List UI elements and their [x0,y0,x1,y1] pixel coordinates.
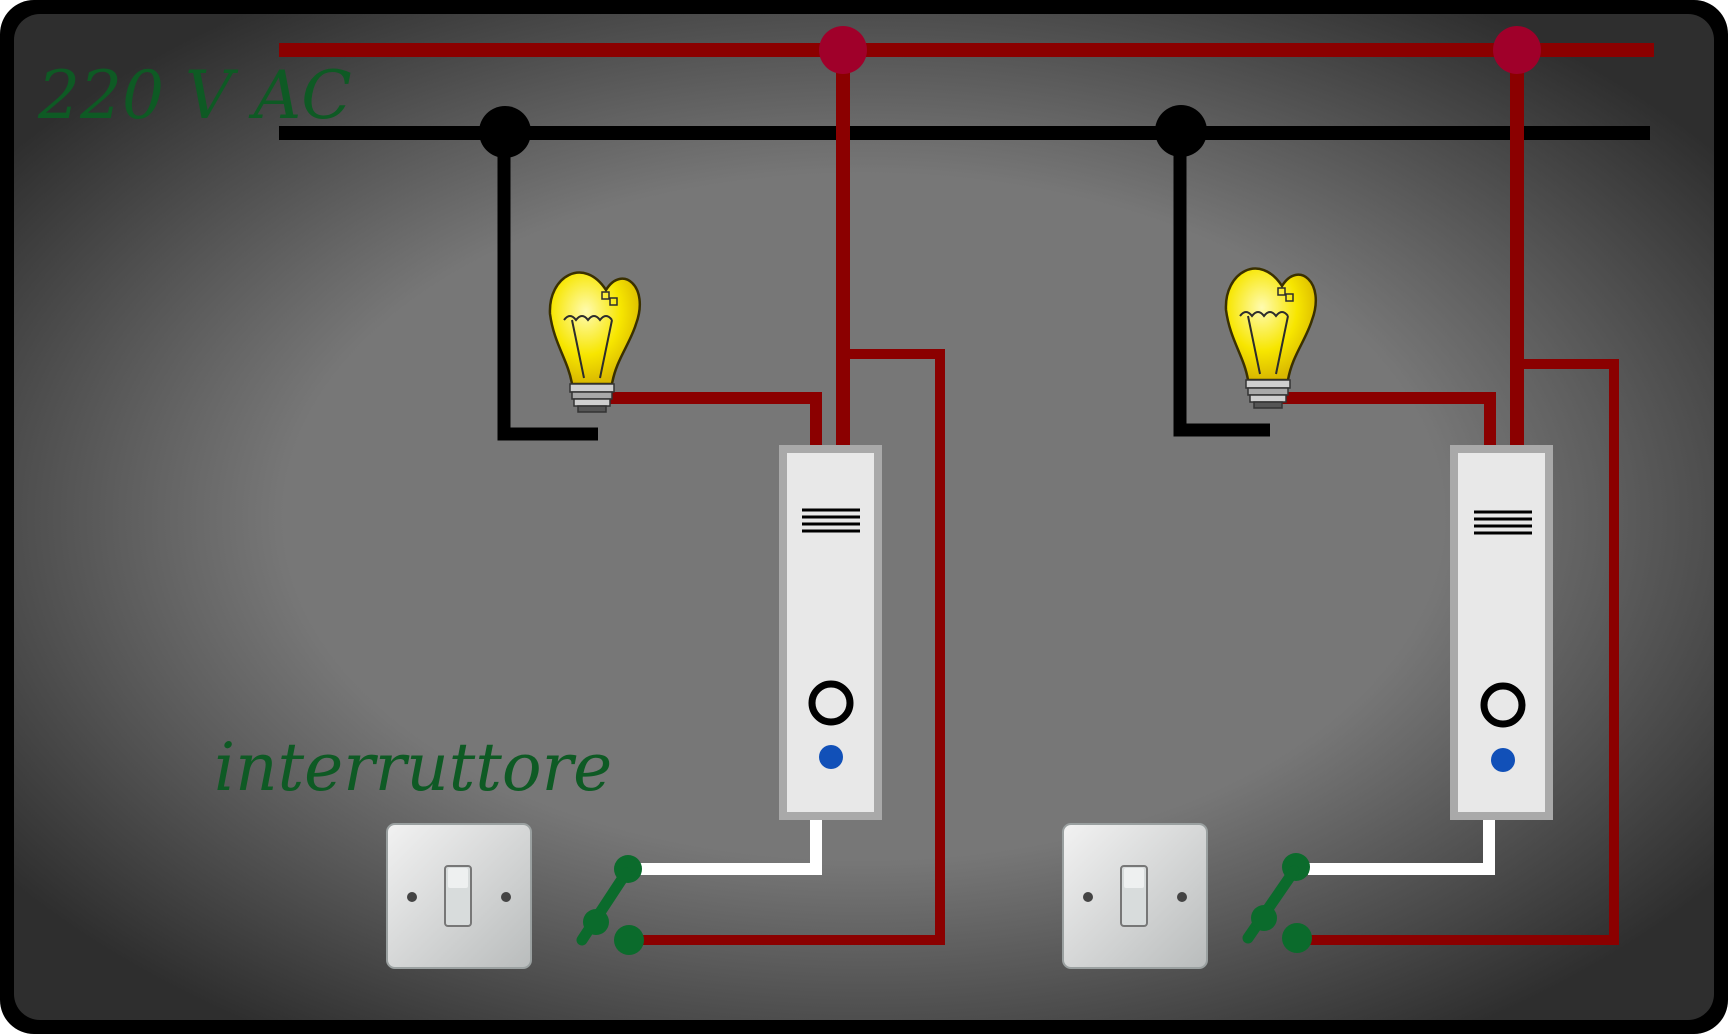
switch-contact-icon [1242,853,1312,953]
neutral-junction [1155,105,1207,157]
signal-wire [640,818,822,875]
phase-junction [1493,26,1541,74]
wall-switch-icon [386,823,532,969]
relay-button [1480,682,1526,728]
neutral-branch-wire [1173,133,1270,437]
neutral-junction [479,106,531,158]
lamp-feed-wire [606,392,822,446]
lamp-feed-wire [1278,392,1496,446]
indicator-led [819,745,843,769]
relay-button [808,680,854,726]
wall-switch-icon [1062,823,1208,969]
neutral-branch-wire [497,133,598,441]
supply-label: 220 V AC [37,57,352,134]
switch-label: interruttore [214,729,612,806]
light-bulb-icon [1224,267,1318,409]
signal-wire [1308,818,1495,875]
relay-module-icon [1450,445,1553,820]
phase-switch-wire [1310,359,1619,945]
switch-contact-icon [576,855,644,955]
circuit-1 [386,26,945,969]
indicator-led [1491,748,1515,772]
phase-junction [819,26,867,74]
light-bulb-icon [548,271,642,413]
phase-switch-wire [640,349,945,945]
relay-module-icon [779,445,882,820]
circuit-2 [1062,26,1619,969]
